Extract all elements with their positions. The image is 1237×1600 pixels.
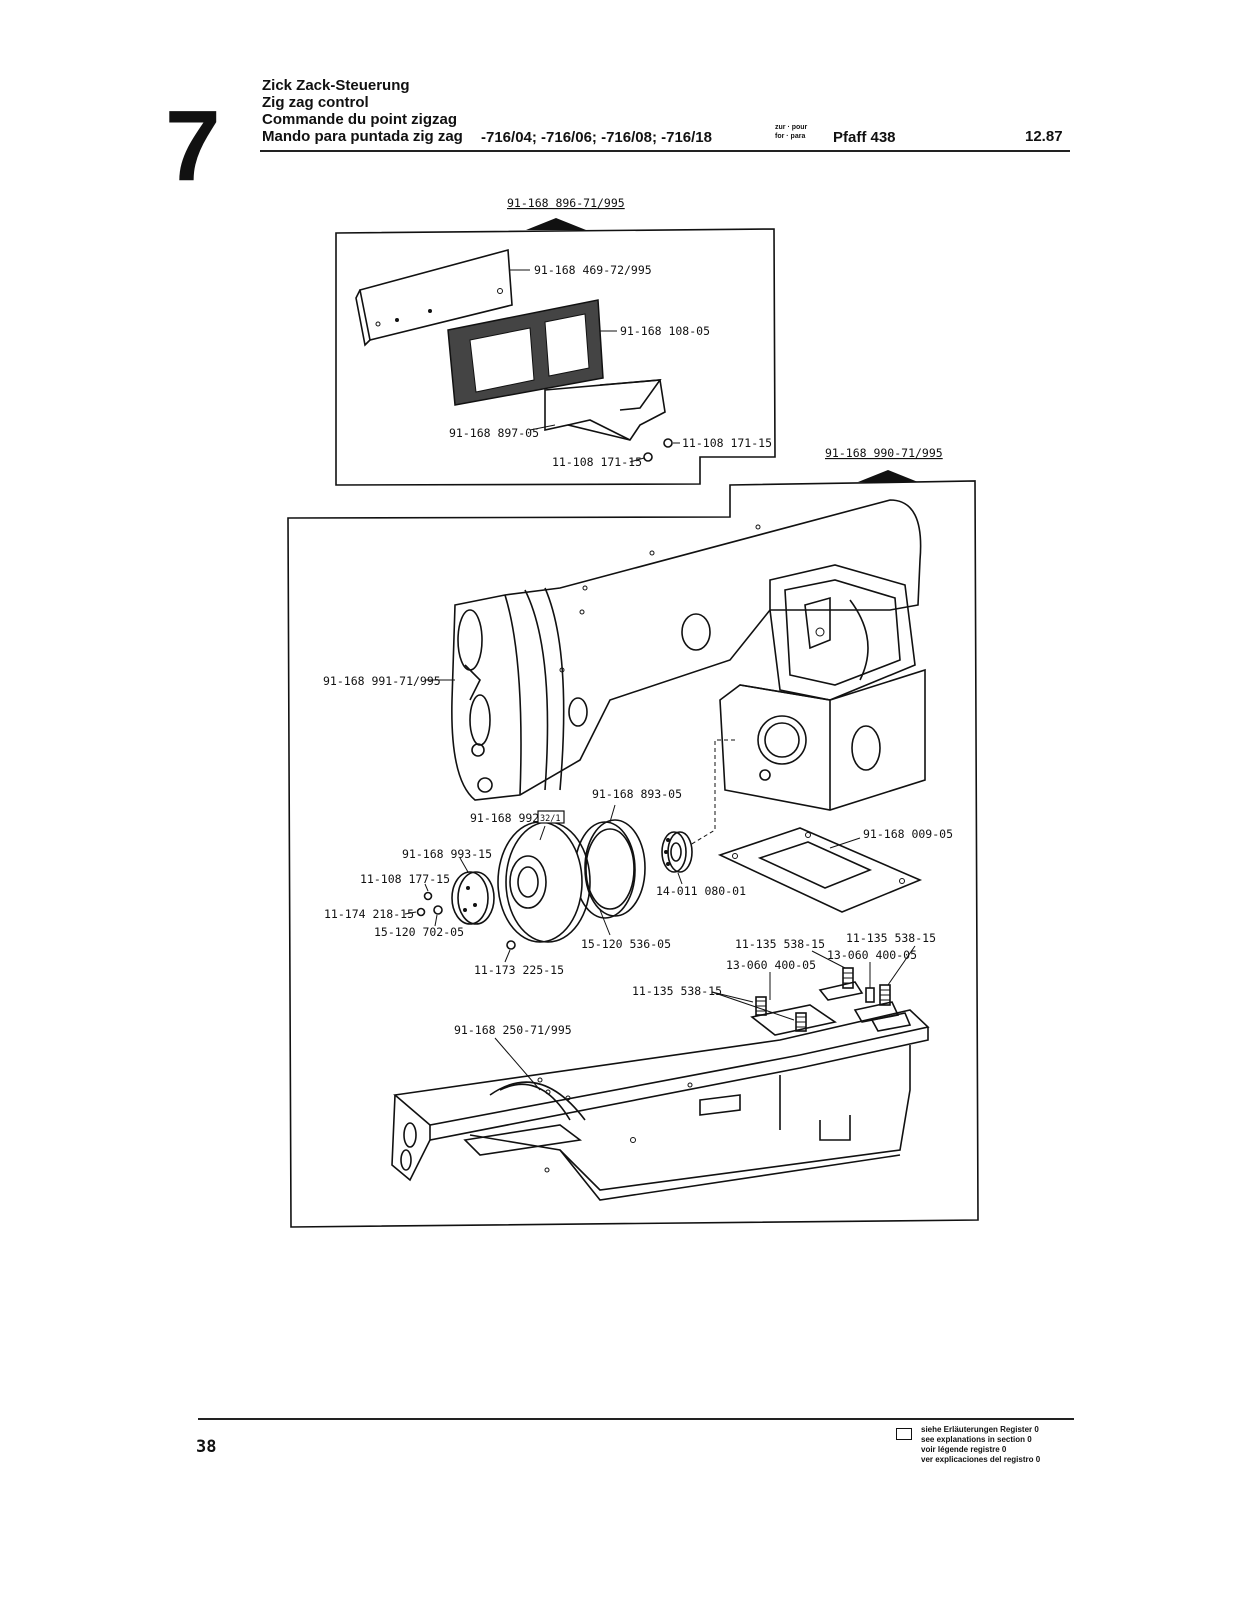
for-label-top: zur · pour bbox=[775, 124, 808, 131]
title-english: Zig zag control bbox=[262, 94, 369, 111]
base-plate bbox=[391, 981, 930, 1201]
legend-english: see explanations in section 0 bbox=[921, 1435, 1032, 1444]
page-number: 38 bbox=[196, 1437, 217, 1457]
gasket-top bbox=[447, 299, 604, 406]
label-flange-disc: 91-168 993-15 bbox=[402, 847, 492, 861]
label-ball-bearing: 14-011 080-01 bbox=[656, 884, 746, 898]
belt-ring bbox=[574, 819, 646, 919]
legend-spanish: ver explicaciones del registro 0 bbox=[921, 1455, 1041, 1464]
assembly-pointer-top bbox=[526, 218, 586, 230]
flange-disc bbox=[451, 871, 495, 925]
register-box bbox=[537, 810, 565, 824]
revision-date: 12.87 bbox=[1025, 128, 1063, 145]
label-screw-225: 11-173 225-15 bbox=[474, 963, 564, 977]
section-number: 7 bbox=[165, 90, 221, 202]
label-washer-702: 15-120 702-05 bbox=[374, 925, 464, 939]
arm-housing bbox=[451, 499, 926, 811]
label-arm-housing: 91-168 991-71/995 bbox=[323, 674, 441, 688]
variant-list: -716/04; -716/06; -716/08; -716/18 bbox=[481, 129, 712, 146]
for-label-bottom: for · para bbox=[775, 133, 806, 140]
top-assembly-frame bbox=[335, 218, 776, 486]
title-german: Zick Zack-Steuerung bbox=[262, 77, 410, 94]
guard-sheet bbox=[544, 379, 666, 441]
legend-box-icon bbox=[896, 1428, 912, 1440]
title-french: Commande du point zigzag bbox=[262, 111, 457, 128]
label-assembly-top: 91-168 896-71/995 bbox=[507, 196, 625, 210]
label-stud-3: 11-135 538-15 bbox=[632, 984, 722, 998]
label-guard-sheet: 91-168 897-05 bbox=[449, 426, 539, 440]
pulley bbox=[497, 821, 591, 943]
machine-model: Pfaff 438 bbox=[833, 129, 896, 146]
label-stud-1: 11-135 538-15 bbox=[735, 937, 825, 951]
cover-plate bbox=[355, 248, 513, 347]
label-pin-2: 13-060 400-05 bbox=[827, 948, 917, 962]
label-screw-177: 11-108 177-15 bbox=[360, 872, 450, 886]
label-gasket-top: 91-168 108-05 bbox=[620, 324, 710, 338]
footer-rule bbox=[198, 1418, 1074, 1420]
label-screw-218: 11-174 218-15 bbox=[324, 907, 414, 921]
screw-pair-top bbox=[643, 438, 673, 462]
legend-text: siehe Erläuterungen Register 0 see expla… bbox=[921, 1425, 1040, 1465]
legend-german: siehe Erläuterungen Register 0 bbox=[921, 1425, 1039, 1434]
gasket-base bbox=[717, 827, 923, 913]
assembly-pointer-main bbox=[858, 470, 918, 482]
label-screw-lower: 11-108 171-15 bbox=[552, 455, 642, 469]
label-cover-plate: 91-168 469-72/995 bbox=[534, 263, 652, 277]
label-gasket-base: 91-168 009-05 bbox=[863, 827, 953, 841]
ball-bearing bbox=[661, 831, 693, 873]
threaded-studs bbox=[755, 967, 891, 1032]
main-assembly-frame bbox=[287, 470, 979, 1228]
label-pin-1: 13-060 400-05 bbox=[726, 958, 816, 972]
label-base-plate: 91-168 250-71/995 bbox=[454, 1023, 572, 1037]
register-ref: 32/1 bbox=[540, 814, 560, 824]
small-screws bbox=[416, 891, 516, 950]
label-ring-536: 15-120 536-05 bbox=[581, 937, 671, 951]
label-stud-2: 11-135 538-15 bbox=[846, 931, 936, 945]
label-assembly-main: 91-168 990-71/995 bbox=[825, 446, 943, 460]
legend-french: voir légende registre 0 bbox=[921, 1445, 1007, 1454]
title-spanish: Mando para puntada zig zag bbox=[262, 128, 463, 145]
header-rule bbox=[260, 150, 1070, 152]
label-screw-upper: 11-108 171-15 bbox=[682, 436, 772, 450]
label-belt-ring: 91-168 893-05 bbox=[592, 787, 682, 801]
